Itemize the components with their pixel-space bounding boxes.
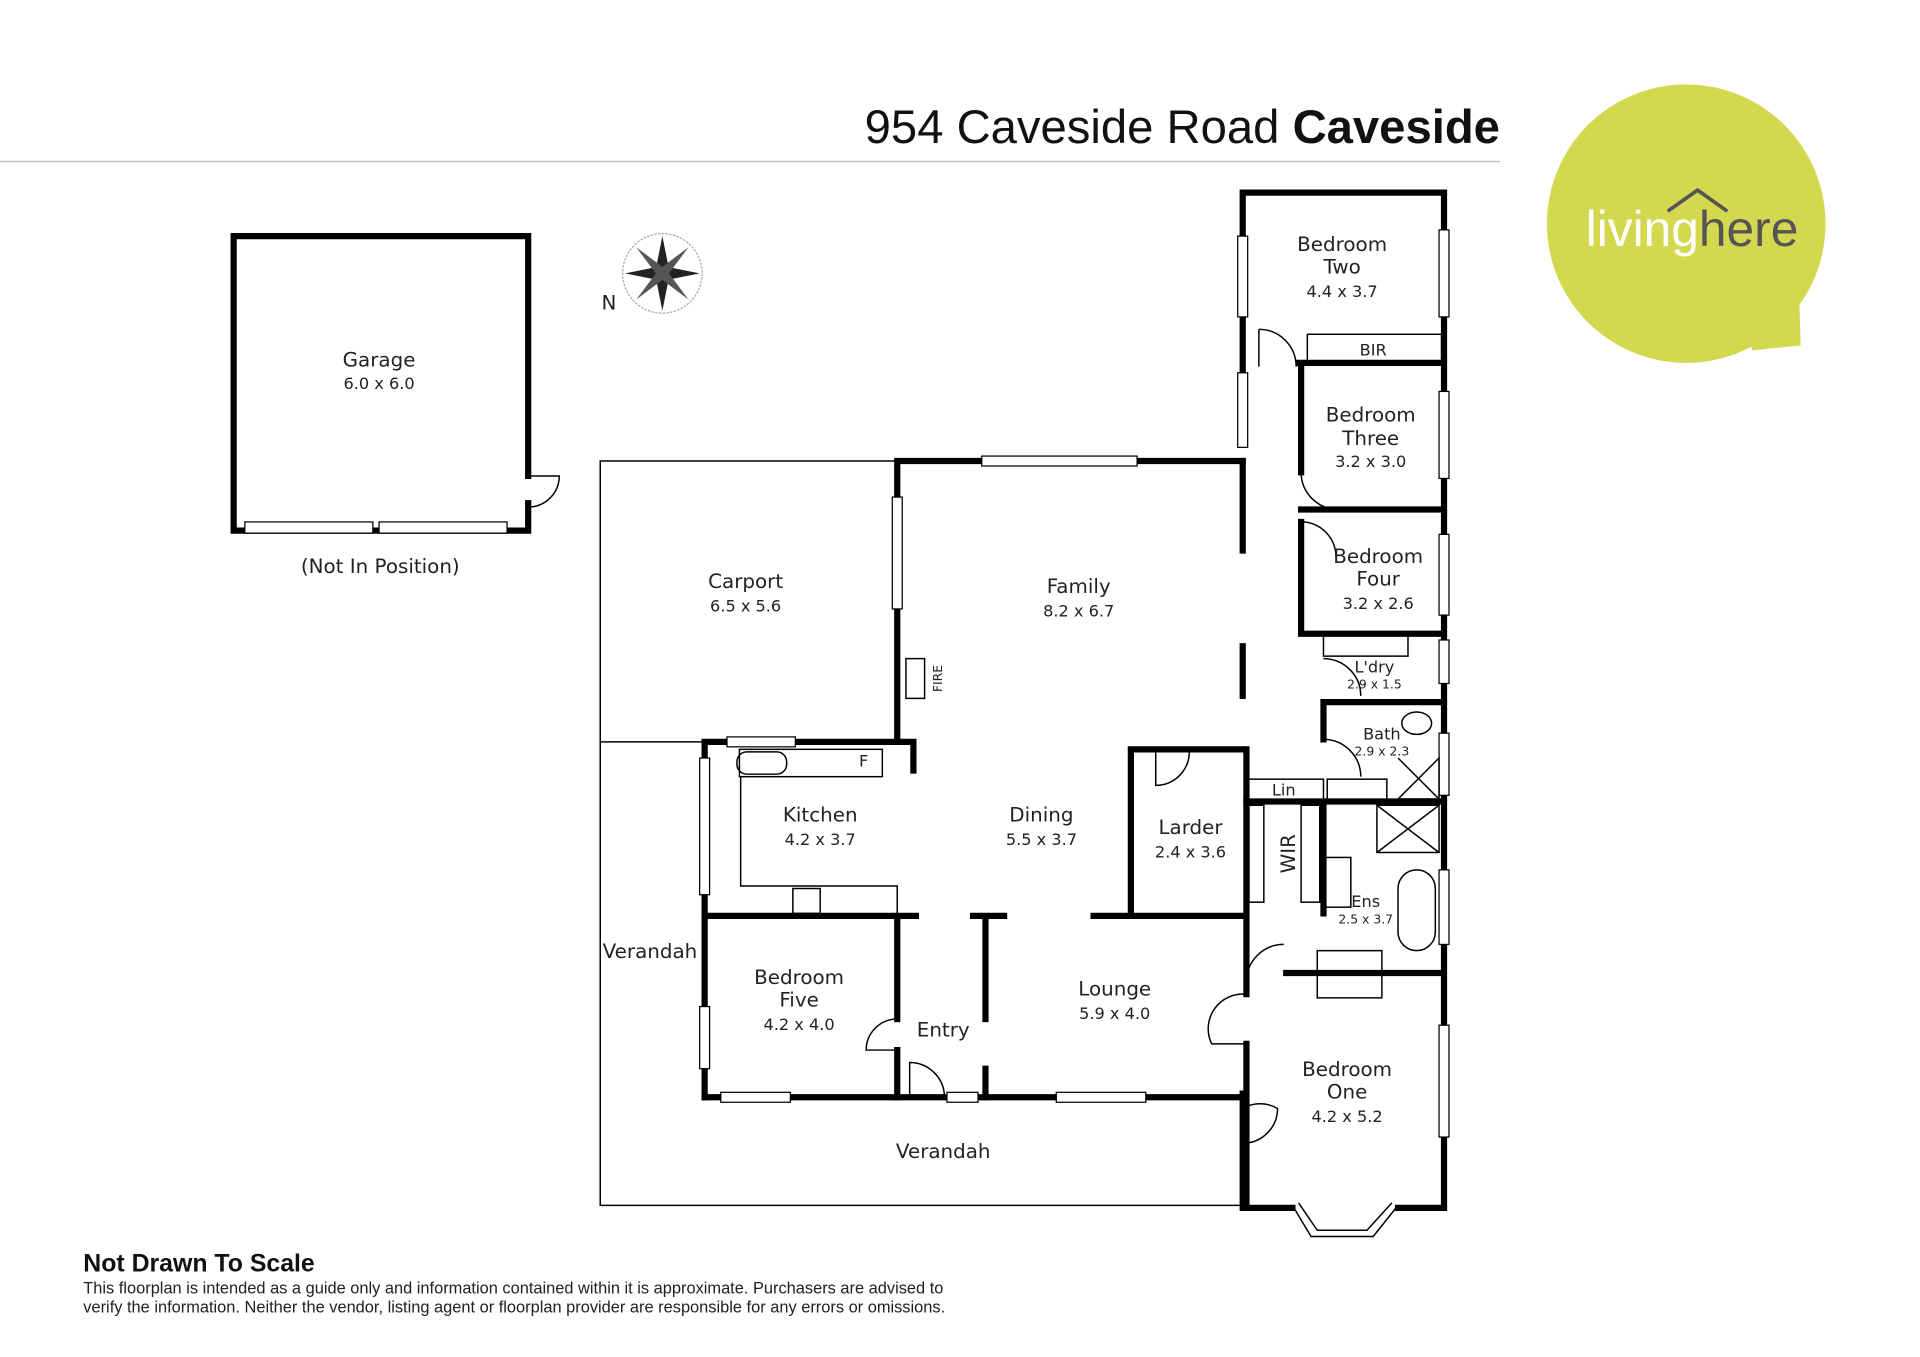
svg-text:Family: Family [1047,575,1111,598]
svg-text:2.9 x 2.3: 2.9 x 2.3 [1355,744,1410,759]
svg-text:Five: Five [779,989,819,1012]
svg-text:Lounge: Lounge [1078,977,1151,1000]
svg-text:One: One [1327,1081,1367,1104]
svg-text:livinghere: livinghere [1586,201,1799,257]
svg-text:Larder: Larder [1158,816,1223,839]
svg-text:Carport: Carport [708,570,783,593]
svg-text:3.2 x 2.6: 3.2 x 2.6 [1343,594,1414,613]
svg-text:Not Drawn To Scale: Not Drawn To Scale [83,1250,314,1277]
room-labels: Carport 6.5 x 5.6 Family 8.2 x 6.7 FIRE … [603,233,1423,1163]
svg-text:Entry: Entry [917,1018,970,1041]
svg-text:L'dry: L'dry [1354,657,1394,676]
svg-text:6.0 x 6.0: 6.0 x 6.0 [343,374,414,393]
disclaimer: Not Drawn To Scale This floorplan is int… [83,1250,945,1316]
livinghere-logo: livinghere [1546,84,1826,363]
svg-text:WIR: WIR [1277,834,1300,874]
svg-text:2.4 x 3.6: 2.4 x 3.6 [1155,842,1226,861]
garage: Garage 6.0 x 6.0 (Not In Position) [230,233,560,578]
svg-text:N: N [602,291,617,314]
svg-text:BIR: BIR [1360,340,1387,359]
walls [699,189,1450,1238]
svg-text:2.5 x 3.7: 2.5 x 3.7 [1338,911,1393,926]
svg-text:4.2 x 3.7: 4.2 x 3.7 [785,830,856,849]
svg-text:F: F [859,752,868,771]
svg-text:Kitchen: Kitchen [783,803,858,826]
address-title: 954 Caveside Road Caveside [865,101,1500,154]
svg-text:This floorplan is intended as: This floorplan is intended as a guide on… [83,1280,943,1298]
svg-text:Bath: Bath [1363,724,1401,743]
svg-text:FIRE: FIRE [930,665,945,692]
svg-text:Verandah: Verandah [603,940,698,963]
svg-text:Four: Four [1356,567,1400,590]
compass-rose-icon: N [602,233,703,314]
svg-text:Lin: Lin [1272,780,1296,799]
svg-text:Two: Two [1322,255,1360,278]
svg-text:Bedroom: Bedroom [754,966,844,989]
svg-text:2.9 x 1.5: 2.9 x 1.5 [1347,676,1402,691]
svg-text:Bedroom: Bedroom [1326,403,1416,426]
svg-text:5.5 x 3.7: 5.5 x 3.7 [1006,830,1077,849]
svg-text:Dining: Dining [1009,803,1073,826]
svg-text:Three: Three [1341,427,1399,450]
svg-text:Ens: Ens [1351,892,1380,911]
svg-text:Bedroom: Bedroom [1297,233,1387,256]
svg-text:4.2 x 5.2: 4.2 x 5.2 [1312,1107,1383,1126]
svg-text:verify the information. Neithe: verify the information. Neither the vend… [83,1298,945,1316]
svg-text:3.2 x 3.0: 3.2 x 3.0 [1335,452,1406,471]
svg-text:Bedroom: Bedroom [1333,545,1423,568]
svg-text:(Not In Position): (Not In Position) [301,555,460,578]
svg-text:4.2 x 4.0: 4.2 x 4.0 [763,1015,834,1034]
svg-text:5.9 x 4.0: 5.9 x 4.0 [1079,1004,1150,1023]
svg-text:Garage: Garage [343,349,416,372]
svg-text:Verandah: Verandah [896,1140,991,1163]
svg-text:6.5 x 5.6: 6.5 x 5.6 [710,596,781,615]
svg-text:8.2 x 6.7: 8.2 x 6.7 [1043,601,1114,620]
verandah-outline [599,460,1243,1207]
svg-text:4.4 x 3.7: 4.4 x 3.7 [1307,282,1378,301]
svg-text:Bedroom: Bedroom [1302,1058,1392,1081]
